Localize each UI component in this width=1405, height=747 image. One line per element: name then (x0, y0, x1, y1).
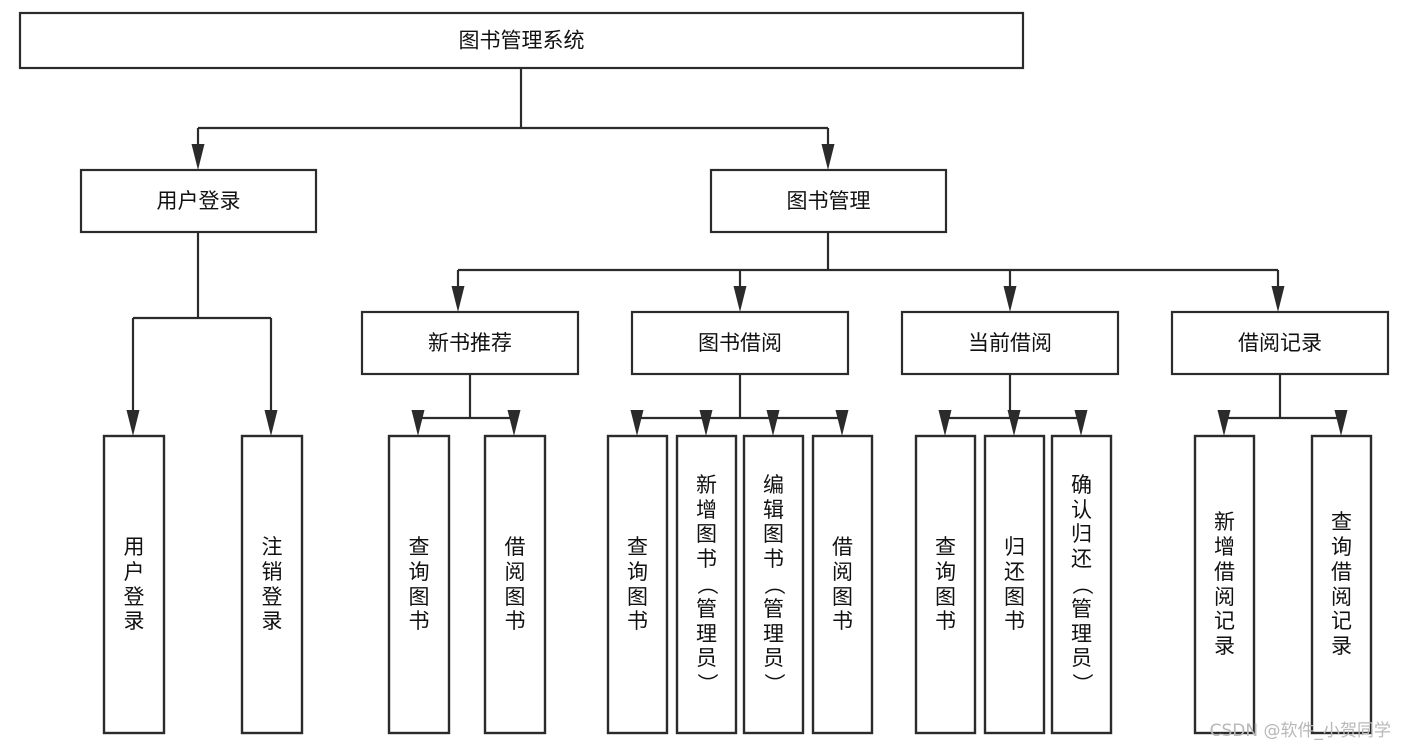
book-borrow-drop-leaf-add-book-arrowhead (699, 410, 713, 436)
node-box-leaf-user-login[interactable] (102, 434, 166, 735)
level3-drop-current-borrow-arrowhead (1003, 286, 1017, 312)
node-box-leaf-borrow-book-rec[interactable] (483, 434, 547, 735)
book-borrow-drop-leaf-query-book-borrow-arrowhead (630, 410, 644, 436)
current-borrow-drop-leaf-query-book-current-arrowhead (938, 410, 952, 436)
node-box-user-login[interactable] (79, 168, 318, 234)
current-borrow-drop-leaf-return-book-arrowhead (1007, 410, 1021, 436)
node-box-leaf-confirm-return[interactable] (1050, 434, 1113, 735)
node-box-book-manage[interactable] (709, 168, 948, 234)
node-box-borrow-record[interactable] (1170, 310, 1390, 376)
node-label-borrow-record: 借阅记录 (1238, 331, 1322, 355)
book-borrow-drop-leaf-borrow-book-arrowhead (835, 410, 849, 436)
root-to-book-manage-arrowhead (821, 144, 835, 170)
level3-drop-book-borrow-arrowhead (733, 286, 747, 312)
node-box-leaf-add-book[interactable] (675, 434, 738, 735)
node-box-leaf-add-borrow-record[interactable] (1193, 434, 1256, 735)
node-label-book-borrow: 图书借阅 (698, 331, 782, 355)
left-drop-leaf-user-login-arrowhead (126, 410, 140, 436)
node-box-leaf-edit-book[interactable] (742, 434, 805, 735)
borrow-record-drop-leaf-query-borrow-record-arrowhead (1334, 410, 1348, 436)
watermark-text: CSDN @软件_小贺同学 (1209, 721, 1391, 741)
node-box-leaf-query-book-rec[interactable] (387, 434, 451, 735)
node-box-leaf-query-book-current[interactable] (914, 434, 977, 735)
node-box-leaf-borrow-book[interactable] (811, 434, 874, 735)
box-layer (18, 11, 1390, 735)
new-book-rec-drop-leaf-query-book-rec-arrowhead (411, 410, 425, 436)
node-box-leaf-logout-login[interactable] (240, 434, 304, 735)
node-box-book-borrow[interactable] (630, 310, 850, 376)
node-label-book-manage: 图书管理 (787, 189, 871, 213)
root-to-user-login-arrowhead (191, 144, 205, 170)
node-box-new-book-rec[interactable] (360, 310, 580, 376)
connector-layer (126, 68, 1348, 436)
node-box-leaf-query-borrow-record[interactable] (1310, 434, 1373, 735)
node-box-leaf-query-book-borrow[interactable] (606, 434, 669, 735)
current-borrow-drop-leaf-confirm-return-arrowhead (1074, 410, 1088, 436)
level3-drop-new-book-rec-arrowhead (451, 286, 465, 312)
node-label-root: 图书管理系统 (459, 29, 585, 53)
node-box-root[interactable] (18, 11, 1025, 70)
node-box-current-borrow[interactable] (900, 310, 1120, 376)
new-book-rec-drop-leaf-borrow-book-rec-arrowhead (507, 410, 521, 436)
node-label-new-book-rec: 新书推荐 (428, 331, 512, 355)
level3-drop-borrow-record-arrowhead (1271, 286, 1285, 312)
borrow-record-drop-leaf-add-borrow-record-arrowhead (1217, 410, 1231, 436)
node-box-leaf-return-book[interactable] (983, 434, 1046, 735)
node-label-current-borrow: 当前借阅 (968, 331, 1052, 355)
node-label-user-login: 用户登录 (157, 189, 241, 213)
left-drop-leaf-logout-login-arrowhead (264, 410, 278, 436)
book-borrow-drop-leaf-edit-book-arrowhead (766, 410, 780, 436)
